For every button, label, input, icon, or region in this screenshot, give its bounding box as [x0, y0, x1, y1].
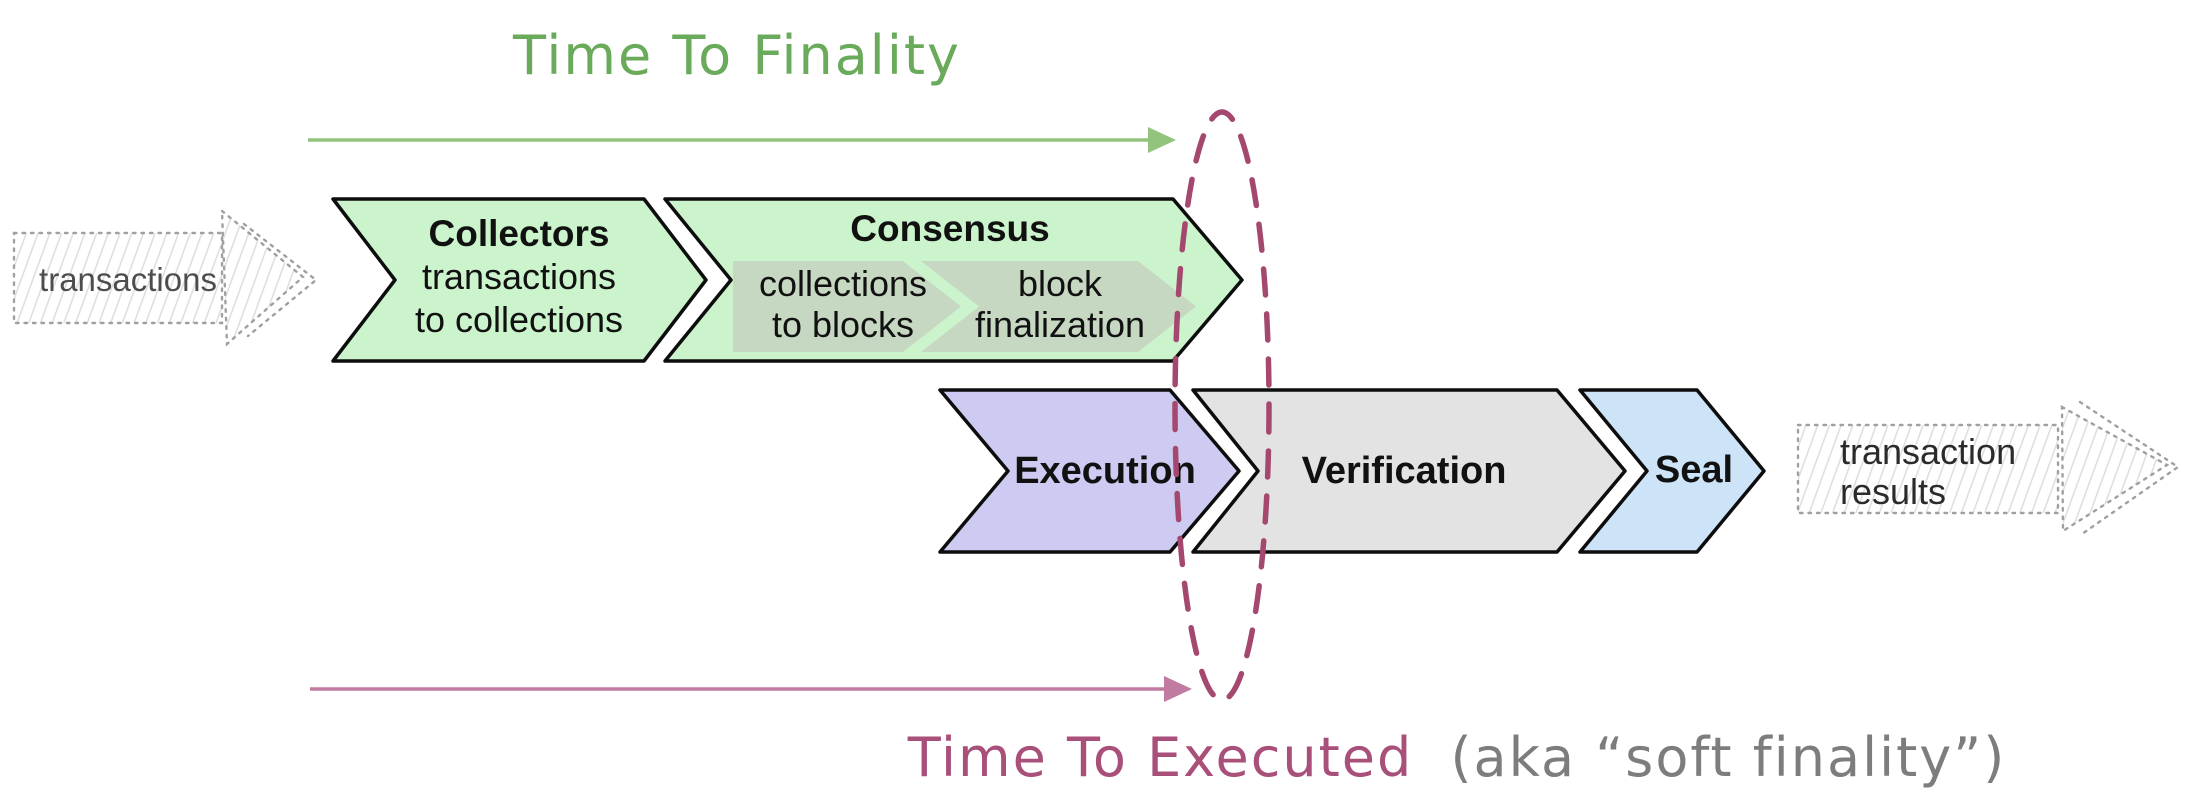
transactions-input-arrow — [12, 208, 318, 347]
consensus-sub2-line1: block — [1018, 263, 1103, 304]
output-arrowhead-echo — [2078, 400, 2181, 536]
time-to-executed-caption-primary: Time To Executed — [907, 726, 1414, 789]
output-arrow-body — [1796, 423, 2060, 515]
time-to-finality-title: Time To Finality — [512, 24, 961, 87]
time-to-executed-caption-secondary: (aka “soft finality”) — [1450, 726, 2006, 789]
seal-title: Seal — [1655, 449, 1733, 491]
verification-chevron — [1191, 388, 1627, 554]
seal-stage: Seal — [1578, 388, 1766, 554]
collectors-chevron — [331, 197, 708, 363]
time-to-finality-arrow — [308, 127, 1176, 153]
collectors-title: Collectors — [429, 213, 610, 254]
time-to-executed-caption: Time To Executed (aka “soft finality”) — [907, 726, 2007, 789]
output-label-line1: transaction — [1840, 431, 2016, 472]
verification-stage: Verification — [1191, 388, 1627, 554]
soft-finality-boundary-ellipse — [1172, 109, 1272, 703]
verification-title: Verification — [1302, 450, 1507, 492]
transactions-input-label: transactions — [39, 261, 217, 298]
transaction-results-output-arrow — [1796, 400, 2181, 536]
execution-title: Execution — [1014, 450, 1196, 492]
consensus-sub1-line1: collections — [759, 263, 927, 304]
seal-chevron — [1578, 388, 1766, 554]
consensus-sub2-line2: finalization — [975, 304, 1145, 345]
collectors-desc-line1: transactions — [422, 256, 616, 297]
consensus-title: Consensus — [850, 208, 1049, 249]
consensus-stage: Consensus collections to blocks block fi… — [663, 197, 1244, 363]
time-to-finality-arrowhead-icon — [1148, 127, 1176, 153]
input-arrow-body — [12, 231, 224, 325]
time-to-executed-arrowhead-icon — [1164, 676, 1192, 702]
consensus-substage-chevron-2 — [921, 261, 1196, 352]
execution-chevron — [938, 388, 1241, 554]
time-to-executed-arrow — [310, 676, 1192, 702]
consensus-substage-chevron-1 — [733, 261, 961, 352]
collectors-desc-line2: to collections — [415, 299, 623, 340]
output-label-line2: results — [1840, 471, 1946, 512]
collectors-stage: Collectors transactions to collections — [331, 197, 708, 363]
execution-stage: Execution — [938, 388, 1241, 554]
consensus-sub1-line2: to blocks — [772, 304, 914, 345]
output-arrowhead-icon — [2060, 404, 2170, 534]
input-arrowhead-icon — [220, 208, 305, 347]
